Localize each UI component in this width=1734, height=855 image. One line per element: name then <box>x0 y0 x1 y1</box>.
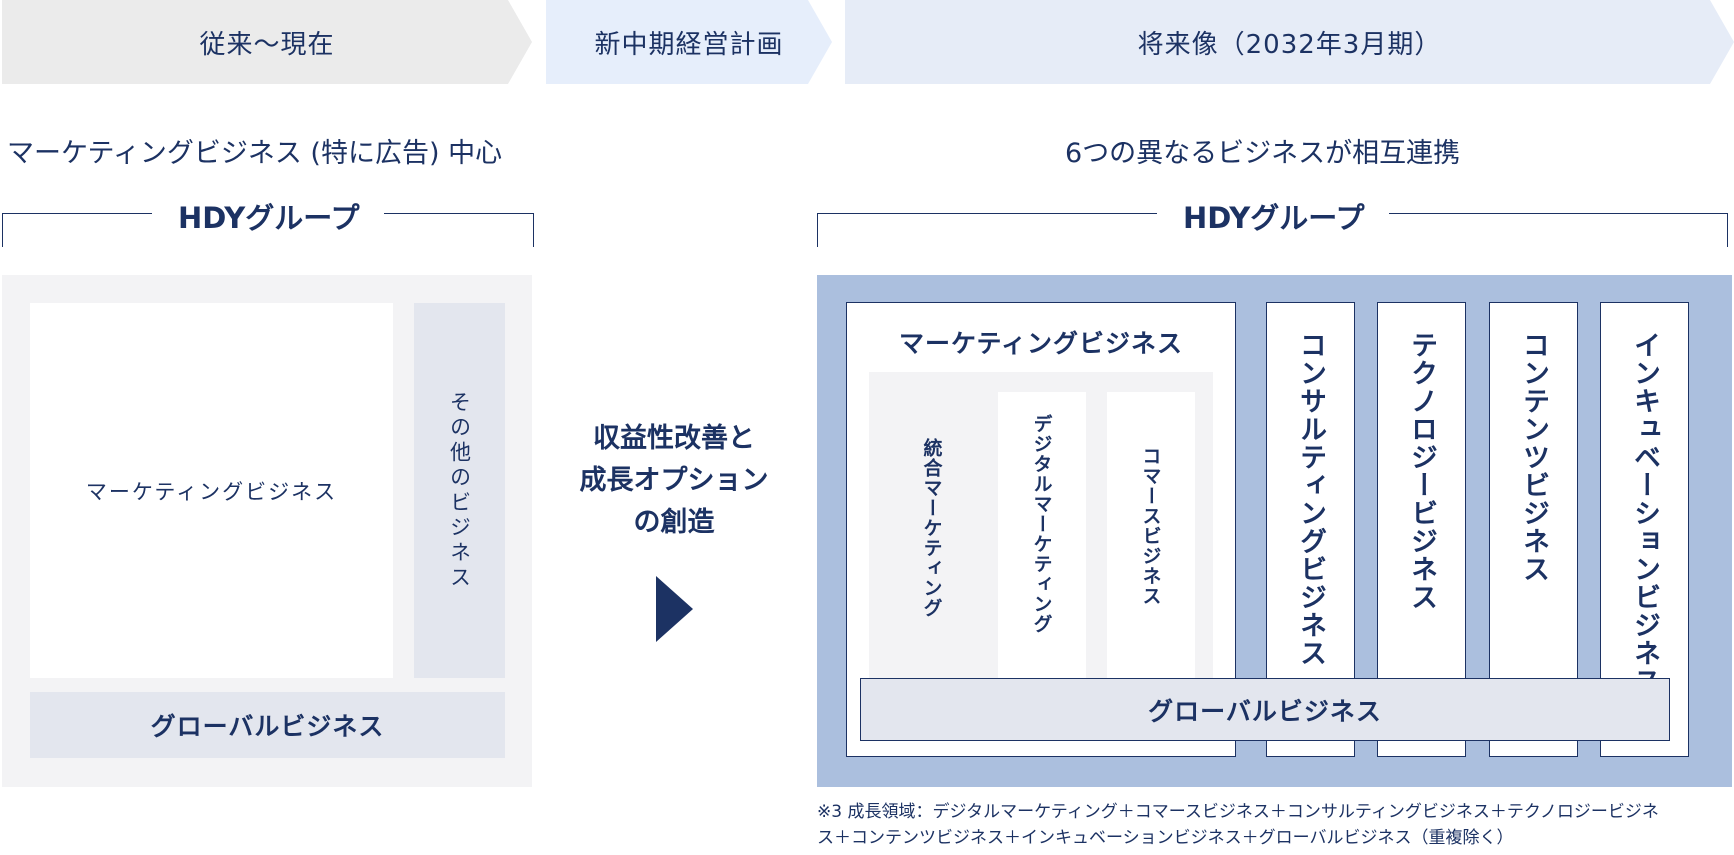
left-marketing-label: マーケティングビジネス <box>85 479 338 504</box>
sub-integrated-label: 統合マーケティング <box>920 438 943 618</box>
sub-digital-label: デジタルマーケティング <box>1030 414 1053 634</box>
right-marketing-title: マーケティングビジネス <box>898 329 1183 358</box>
footnote: ※3 成長領域：デジタルマーケティング＋コマースビジネス＋コンサルティングビジネ… <box>817 799 1734 851</box>
col-contents-label: コンテンツビジネス <box>1518 331 1549 583</box>
sub-commerce-business: コマースビジネス <box>1107 392 1195 682</box>
right-subhead: 6つの異なるビジネスが相互連携 <box>1065 138 1461 169</box>
right-global-bar: グローバルビジネス <box>860 678 1670 741</box>
banner-past-label: 従来〜現在 <box>199 29 335 60</box>
banner-past: 従来〜現在 <box>2 0 532 84</box>
right-triangle-icon <box>656 576 693 642</box>
left-subhead: マーケティングビジネス (特に広告) 中心 <box>7 138 503 169</box>
middle-line-3: の創造 <box>633 507 715 538</box>
sub-integrated-marketing: 統合マーケティング <box>888 372 976 682</box>
banner-plan-label: 新中期経営計画 <box>594 29 784 60</box>
footnote-line-2: ス＋コンテンツビジネス＋インキュベーションビジネス＋グローバルビジネス（重複除く… <box>817 828 1514 848</box>
banner-plan: 新中期経営計画 <box>546 0 832 84</box>
right-global-label: グローバルビジネス <box>1148 696 1382 726</box>
left-other-block: その他のビジネス <box>414 303 505 678</box>
right-group-label: HDYグループ <box>1157 195 1389 237</box>
banner-future: 将来像（2032年3月期） <box>845 0 1734 84</box>
col-technology-label: テクノロジービジネス <box>1406 331 1437 611</box>
left-other-label: その他のビジネス <box>447 390 472 591</box>
middle-line-1: 収益性改善と <box>593 423 755 454</box>
left-global-label: グローバルビジネス <box>150 712 385 741</box>
col-incubation-label: インキュベーションビジネス <box>1629 331 1660 695</box>
left-group-label: HDYグループ <box>152 195 384 237</box>
banner-future-label: 将来像（2032年3月期） <box>1137 29 1442 60</box>
middle-message: 収益性改善と 成長オプション の創造 <box>562 418 786 544</box>
sub-commerce-label: コマースビジネス <box>1139 446 1162 606</box>
footnote-line-1: ※3 成長領域：デジタルマーケティング＋コマースビジネス＋コンサルティングビジネ… <box>817 802 1659 822</box>
left-global-block: グローバルビジネス <box>30 692 505 758</box>
left-marketing-block: マーケティングビジネス <box>30 303 393 678</box>
col-consulting-label: コンサルティングビジネス <box>1295 331 1326 667</box>
middle-line-2: 成長オプション <box>579 465 769 496</box>
sub-digital-marketing: デジタルマーケティング <box>998 392 1086 682</box>
